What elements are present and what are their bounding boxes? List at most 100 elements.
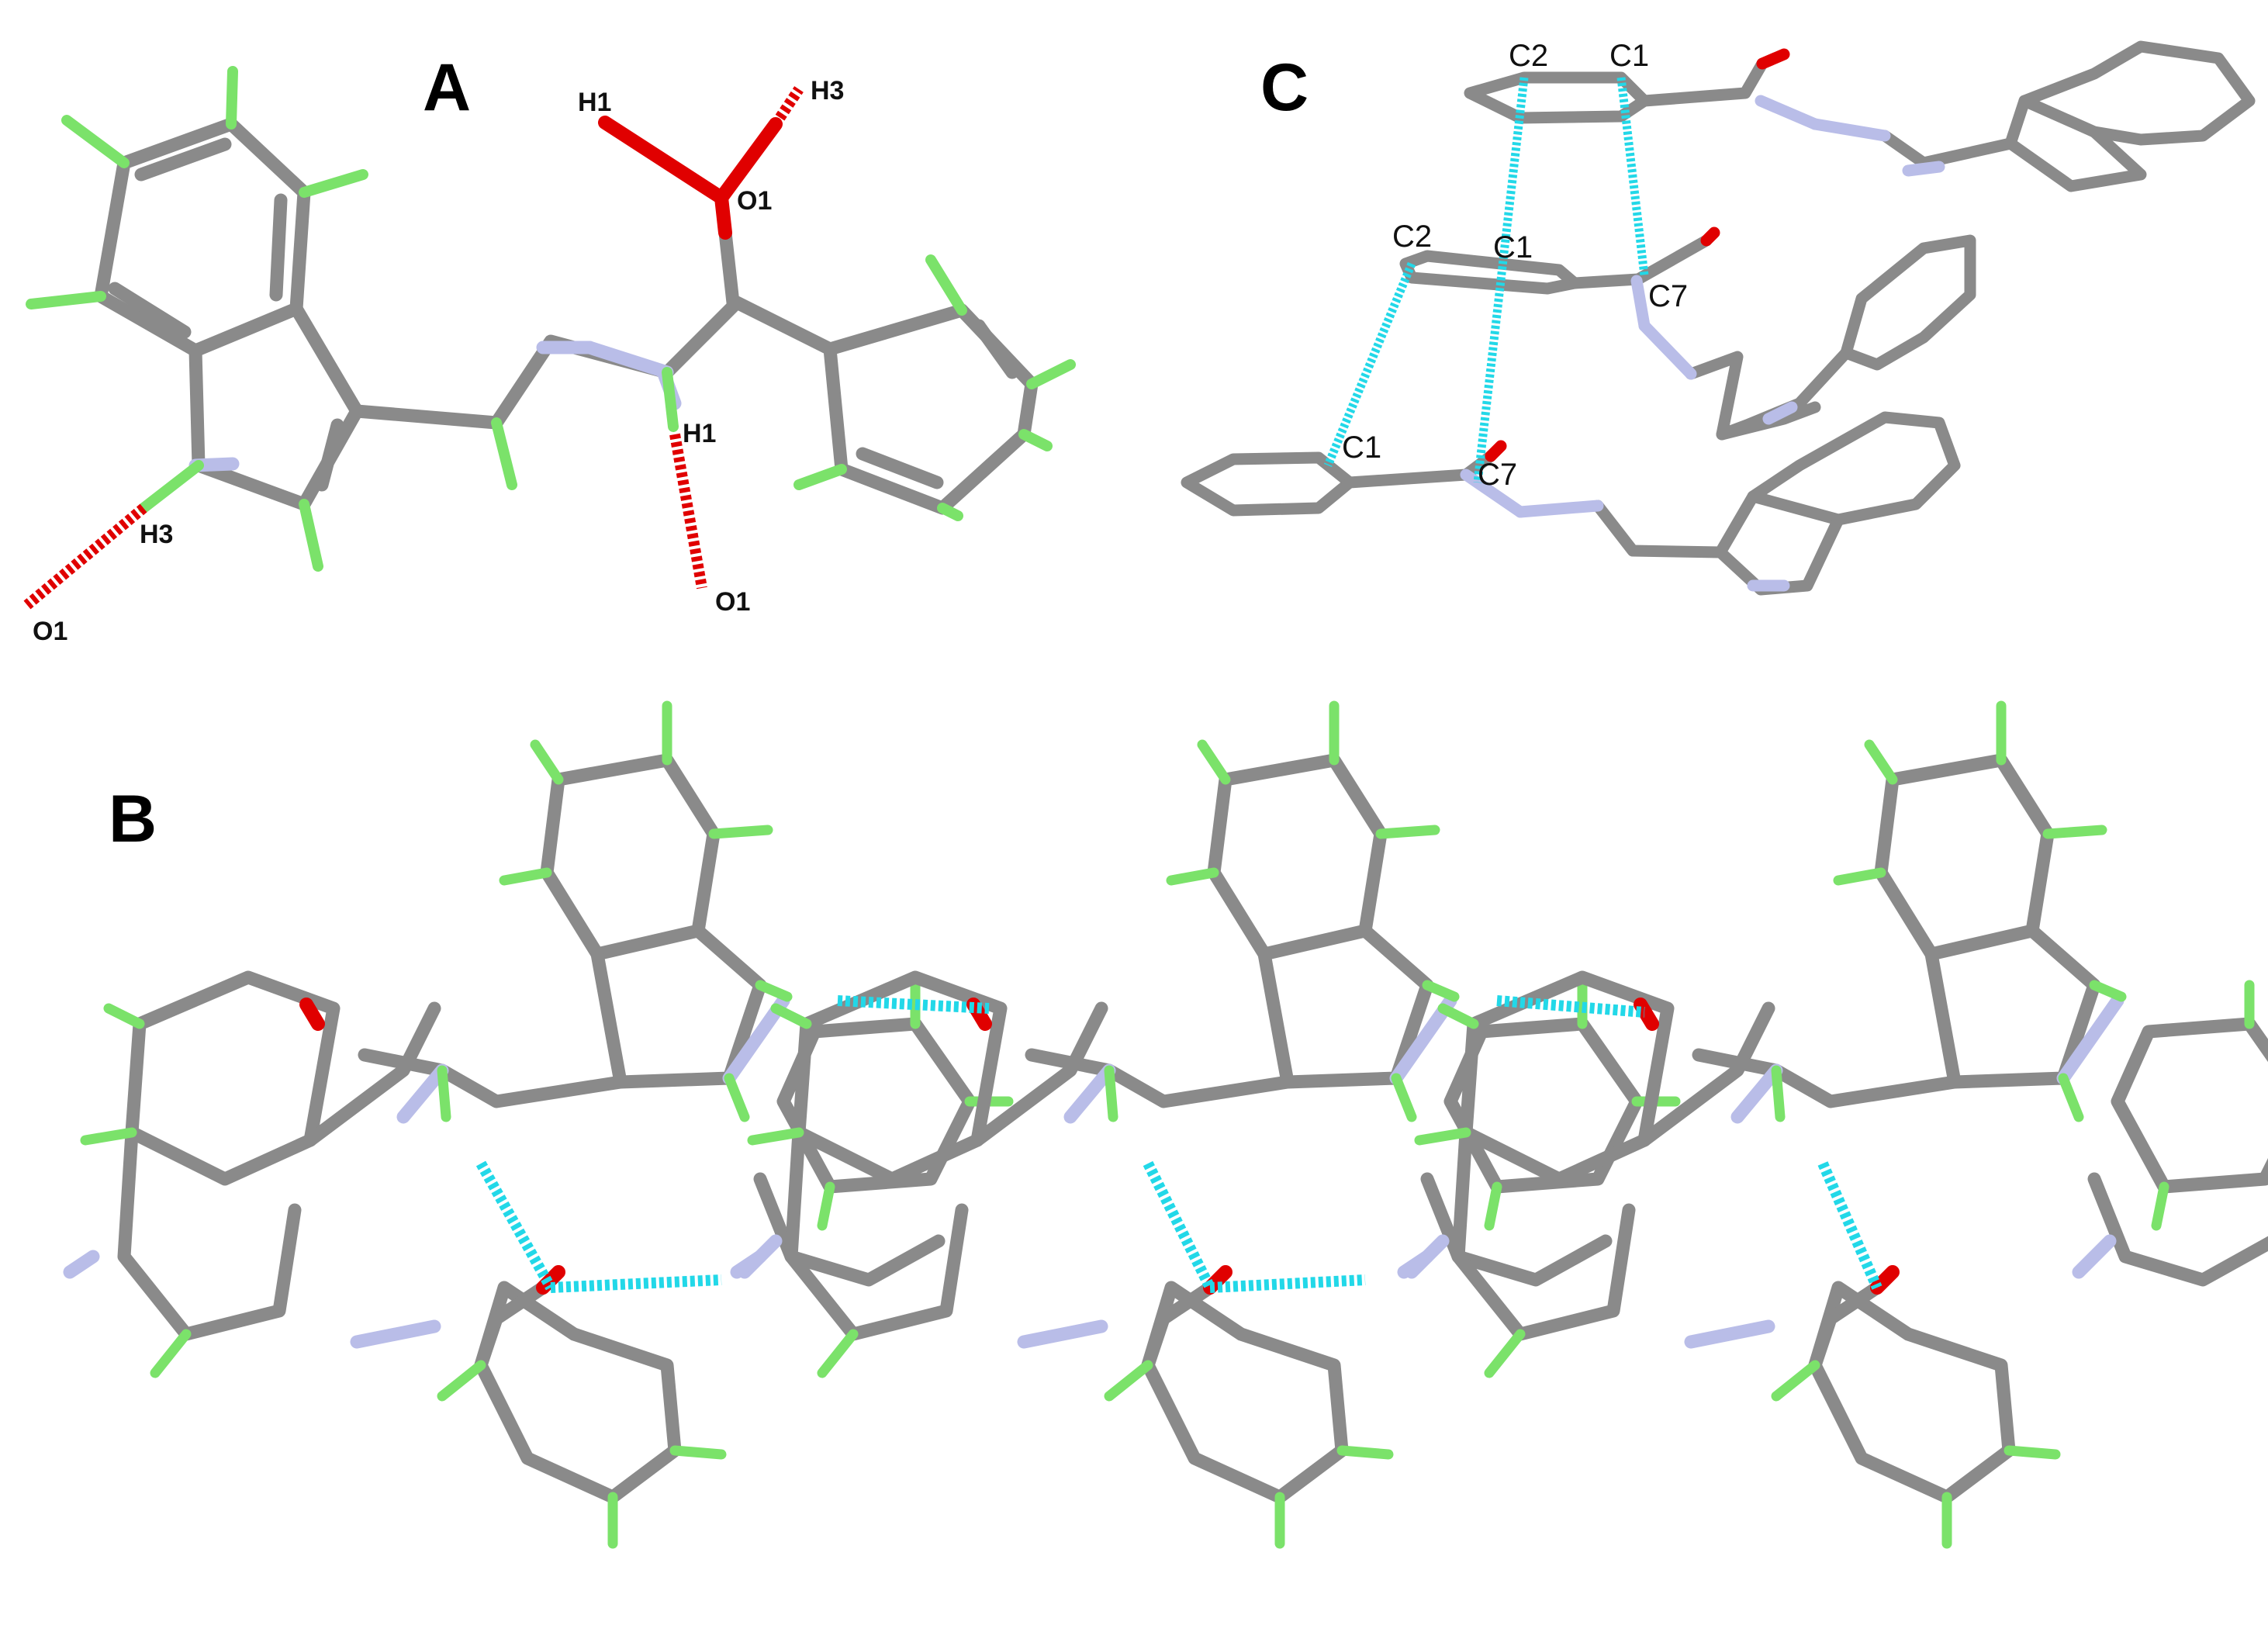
bond bbox=[2089, 980, 2127, 1002]
bond bbox=[747, 1127, 804, 1146]
bond bbox=[1104, 1360, 1153, 1402]
label-c-c2-mid: C2 bbox=[1392, 220, 1432, 254]
bond bbox=[970, 1001, 1108, 1147]
panel-b-unit-1 bbox=[63, 700, 1014, 1549]
bond bbox=[1063, 1063, 1116, 1124]
bond bbox=[2058, 1073, 2084, 1122]
bond bbox=[437, 1360, 486, 1402]
panel-b-molecule-chain bbox=[63, 700, 2268, 1549]
bond bbox=[1730, 1063, 1783, 1124]
bond bbox=[770, 1003, 812, 1029]
bond bbox=[1420, 1172, 1613, 1287]
bond bbox=[1336, 1445, 1394, 1460]
panel-a: A bbox=[23, 50, 1076, 646]
bond bbox=[2151, 1181, 2169, 1231]
panel-a-label: A bbox=[423, 50, 471, 125]
label-a-o1-right: O1 bbox=[715, 587, 750, 617]
bond bbox=[817, 1181, 835, 1231]
bond bbox=[817, 1329, 859, 1378]
bond bbox=[350, 1319, 441, 1349]
bond bbox=[1141, 1281, 1349, 1504]
bond bbox=[1437, 1003, 1479, 1029]
bond bbox=[2004, 1445, 2061, 1460]
panel-a-hbonds bbox=[23, 86, 804, 610]
bond bbox=[1808, 1281, 1884, 1372]
panel-b-label: B bbox=[109, 782, 157, 856]
bond bbox=[1391, 1073, 1417, 1122]
panel-c-contacts bbox=[1323, 77, 1649, 483]
panel-c-nitrogen-bonds bbox=[1460, 95, 1945, 592]
bond bbox=[755, 980, 793, 1002]
bond bbox=[80, 1127, 137, 1146]
panel-a-oxygen-bonds bbox=[598, 116, 783, 240]
bond bbox=[103, 1003, 145, 1029]
bond bbox=[1484, 1329, 1526, 1378]
bond bbox=[437, 1065, 451, 1122]
bond bbox=[1484, 1181, 1502, 1231]
bond bbox=[1017, 1319, 1108, 1349]
label-c-c7-mid: C7 bbox=[1648, 279, 1688, 313]
bond bbox=[540, 753, 721, 961]
label-a-h3-left: H3 bbox=[140, 520, 173, 549]
bond bbox=[1808, 1281, 2016, 1504]
bond bbox=[1874, 753, 2055, 961]
label-c-c1-top: C1 bbox=[1609, 39, 1649, 73]
bond bbox=[2087, 1172, 2268, 1287]
bond bbox=[303, 1001, 441, 1147]
label-c-c7-bottom: C7 bbox=[1478, 458, 1517, 492]
panel-c-oxygen-bonds bbox=[1485, 48, 1790, 462]
bond bbox=[1422, 980, 1460, 1002]
bond bbox=[150, 1329, 192, 1378]
label-a-o1-left: O1 bbox=[33, 617, 67, 646]
bond bbox=[2111, 1017, 2268, 1194]
bond bbox=[724, 1073, 750, 1122]
bond bbox=[1833, 867, 1886, 886]
bond bbox=[1166, 867, 1219, 886]
label-c-c2-top: C2 bbox=[1509, 39, 1548, 73]
panel-b-unit-3 bbox=[1397, 700, 2268, 1549]
bond bbox=[63, 1250, 100, 1279]
label-a-o1-top: O1 bbox=[737, 186, 772, 216]
bond bbox=[499, 867, 552, 886]
panel-c-bonds bbox=[1181, 40, 2256, 596]
bond bbox=[1414, 1127, 1471, 1146]
bond bbox=[966, 998, 992, 1031]
bond bbox=[2042, 825, 2107, 839]
panel-b-unit-2 bbox=[730, 700, 1681, 1549]
bond bbox=[1771, 1360, 1820, 1402]
bond bbox=[722, 994, 790, 1085]
bond bbox=[1207, 753, 1388, 961]
bond bbox=[1389, 994, 1457, 1085]
bond bbox=[1684, 1319, 1775, 1349]
panel-c: C bbox=[1181, 39, 2256, 596]
bond bbox=[730, 1250, 767, 1279]
label-a-h1-top: H1 bbox=[578, 88, 611, 117]
bond bbox=[474, 1281, 682, 1504]
panel-a-nitrogen-bonds bbox=[188, 341, 682, 472]
panel-b-hbonds bbox=[475, 995, 1883, 1293]
bond bbox=[1637, 1001, 1775, 1147]
bond bbox=[1397, 1250, 1434, 1279]
bond bbox=[708, 825, 773, 839]
label-a-h3-top: H3 bbox=[811, 76, 844, 105]
label-c-c1-mid: C1 bbox=[1493, 230, 1533, 265]
bond bbox=[1141, 1281, 1217, 1372]
bond bbox=[2072, 1234, 2117, 1279]
bond bbox=[669, 1445, 727, 1460]
bond bbox=[299, 998, 325, 1031]
panel-b: B bbox=[63, 700, 2268, 1549]
bond bbox=[530, 739, 564, 785]
bond bbox=[396, 1063, 449, 1124]
bond bbox=[1771, 1065, 1786, 1122]
panel-a-bonds bbox=[94, 117, 1039, 515]
bond bbox=[474, 1281, 550, 1372]
panel-a-hydrogens bbox=[26, 66, 1076, 572]
bond bbox=[1197, 739, 1231, 785]
label-a-h1-mid: H1 bbox=[683, 419, 716, 448]
bond bbox=[1375, 825, 1440, 839]
bond bbox=[1634, 998, 1659, 1031]
bond bbox=[2056, 994, 2125, 1085]
panel-c-label: C bbox=[1260, 50, 1309, 125]
bond bbox=[1104, 1065, 1118, 1122]
